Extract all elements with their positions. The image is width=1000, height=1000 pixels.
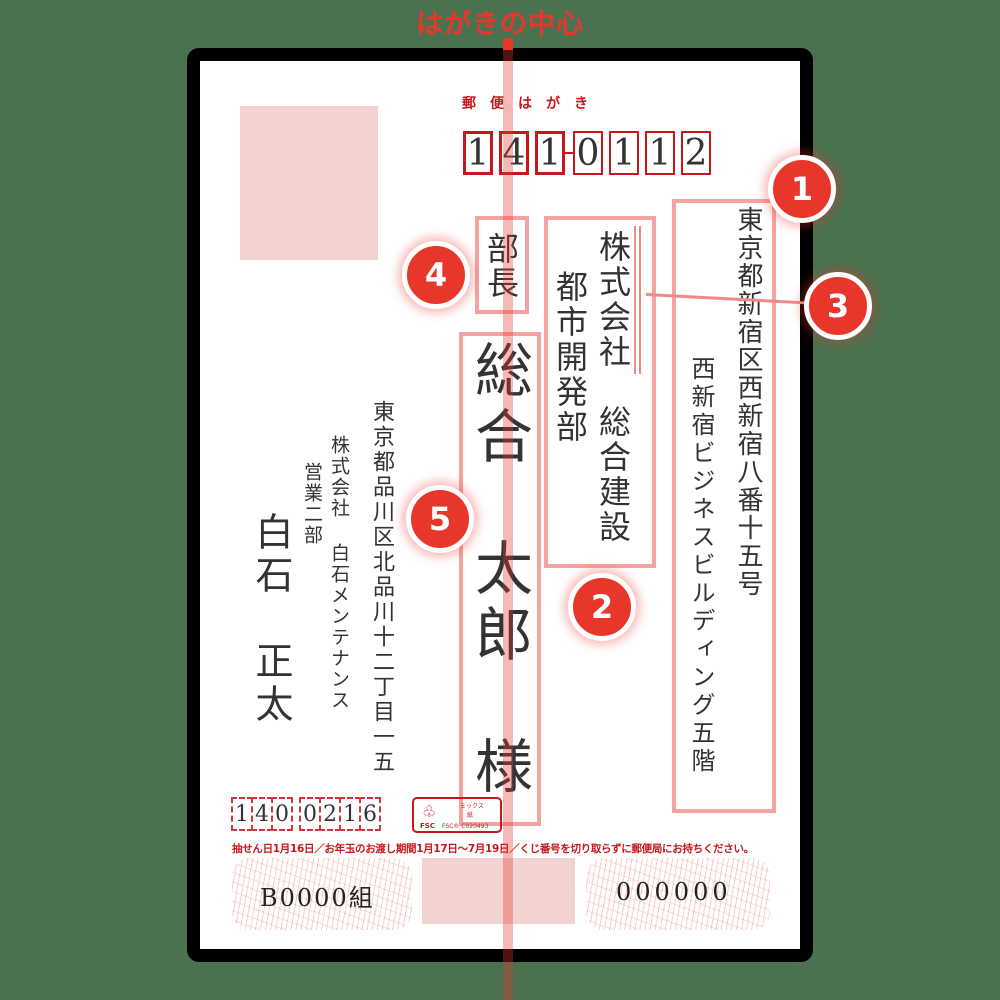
recipient-address-highlight bbox=[672, 199, 776, 813]
sender-name: 白石 正太 bbox=[249, 512, 293, 727]
lottery-number: 000000 bbox=[616, 878, 732, 906]
sender-zip-digit: 1 bbox=[231, 797, 253, 831]
stamp-area bbox=[240, 106, 378, 260]
lottery-center-block bbox=[422, 858, 575, 924]
postcard-center-title: はがきの中心 bbox=[416, 9, 584, 40]
lottery-group-panel: B0000組 bbox=[232, 858, 412, 930]
recipient-name: 総合 太郎 様 bbox=[465, 340, 533, 802]
zip-digit: 1 bbox=[463, 131, 493, 175]
recipient-address-line1: 東京都新宿区西新宿八番十五号 bbox=[733, 206, 763, 598]
fsc-mix-label: ミックス bbox=[460, 803, 484, 810]
company-name: 株式会社 総合建設 bbox=[594, 230, 632, 545]
postcard-label: 郵便はがき bbox=[462, 96, 602, 112]
zip-digit: 4 bbox=[499, 131, 529, 175]
zip-digit: 0 bbox=[573, 131, 603, 175]
sender-zip-digit: 6 bbox=[359, 797, 381, 831]
sender-address: 東京都品川区北品川十二丁目一五 bbox=[369, 400, 394, 775]
fsc-logo-text: FSC bbox=[420, 822, 435, 830]
fsc-code: FSC® C020493 bbox=[442, 823, 489, 830]
zip-digit: 1 bbox=[645, 131, 675, 175]
lottery-note: 抽せん日1月16日／お年玉のお渡し期間1月17日〜7月19日／くじ番号を切り取ら… bbox=[232, 843, 754, 855]
sender-department: 営業二部 bbox=[301, 462, 323, 546]
badge-5: 5 bbox=[406, 485, 474, 553]
badge-2: 2 bbox=[568, 573, 636, 641]
zip-digit: 1 bbox=[535, 131, 565, 175]
sender-zip-digit: 2 bbox=[319, 797, 341, 831]
center-line-marker bbox=[503, 38, 513, 50]
badge-3: 3 bbox=[804, 272, 872, 340]
badge-4: 4 bbox=[402, 241, 470, 309]
sender-zip-digit: 1 bbox=[339, 797, 361, 831]
company-department-highlight bbox=[544, 216, 656, 568]
sender-company: 株式会社 白石メンテナンス bbox=[328, 435, 350, 711]
company-name-marker bbox=[634, 226, 636, 374]
fsc-tree-icon: ♧ bbox=[422, 802, 437, 821]
badge-1: 1 bbox=[768, 155, 836, 223]
sender-zip-digit: 0 bbox=[271, 797, 293, 831]
sender-zip-digit: 0 bbox=[299, 797, 321, 831]
department: 都市開発部 bbox=[551, 270, 589, 445]
zip-digit: 1 bbox=[609, 131, 639, 175]
recipient-address-line2: 西新宿ビジネスビルディング五階 bbox=[687, 356, 715, 776]
recipient-title: 部長 bbox=[482, 232, 520, 300]
title-highlight bbox=[475, 216, 529, 314]
zip-digit: 2 bbox=[681, 131, 711, 175]
sender-zip-code: 1 4 0 0 2 1 6 bbox=[231, 797, 381, 831]
postcard-center-line bbox=[503, 38, 513, 1000]
sender-zip-digit: 4 bbox=[251, 797, 273, 831]
lottery-group: B0000組 bbox=[260, 884, 375, 912]
recipient-zip-code: 1 4 1 0 1 1 2 bbox=[463, 131, 717, 175]
lottery-number-panel: 000000 bbox=[586, 858, 770, 930]
zip-separator bbox=[565, 152, 573, 154]
fsc-paper-label: 紙 bbox=[467, 812, 474, 819]
fsc-mark: ♧ FSC ミックス 紙 FSC® C020493 bbox=[412, 797, 502, 833]
